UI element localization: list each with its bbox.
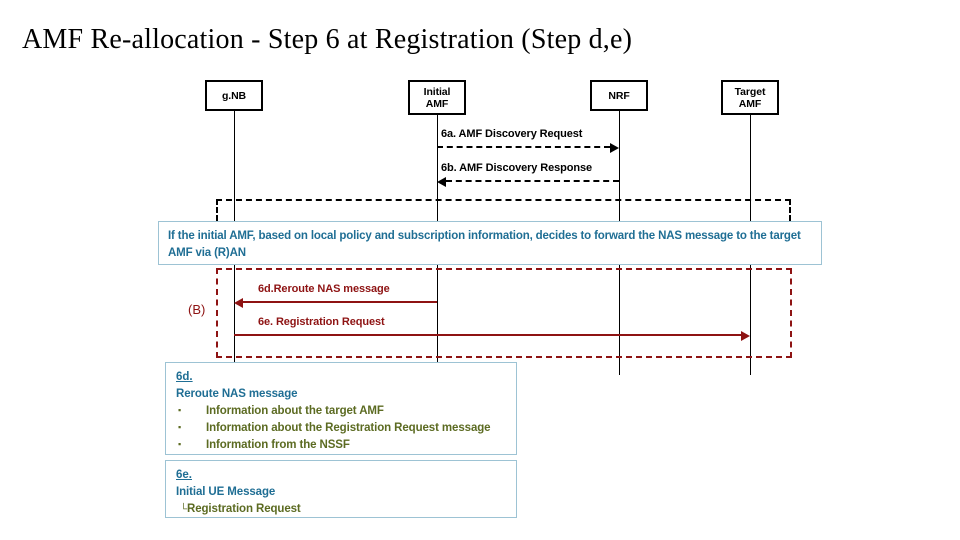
- condition-note: If the initial AMF, based on local polic…: [158, 221, 822, 265]
- arrowhead-right-icon: [741, 331, 750, 342]
- arrowhead-left-icon: [234, 298, 243, 309]
- legend-6d-bullets: Information about the target AMF Informa…: [176, 402, 508, 454]
- arrowhead-right-icon: [610, 143, 619, 154]
- message-label-6b: 6b. AMF Discovery Response: [441, 162, 593, 174]
- node-nrf-label: NRF: [608, 89, 630, 102]
- elbow-icon: └: [180, 504, 187, 515]
- message-arrow-6b: [437, 177, 619, 188]
- legend-6d-bullet-1: Information about the target AMF: [176, 402, 508, 420]
- node-initial-amf[interactable]: Initial AMF: [408, 80, 466, 115]
- group-box-upper: [216, 199, 791, 221]
- legend-6d-ref: 6d.: [176, 371, 193, 383]
- node-nrf[interactable]: NRF: [590, 80, 648, 111]
- node-gnb-label: g.NB: [221, 89, 247, 102]
- group-box-lower: [216, 268, 792, 358]
- legend-6e-ref: 6e.: [176, 469, 192, 481]
- legend-6d-bullet-2: Information about the Registration Reque…: [176, 419, 508, 437]
- marker-b-label: (B): [188, 302, 206, 317]
- message-arrow-6e: [234, 331, 750, 342]
- legend-6d-bullet-3: Information from the NSSF: [176, 436, 508, 454]
- page-title: AMF Re-allocation - Step 6 at Registrati…: [22, 24, 633, 55]
- legend-box-6d: 6d. Reroute NAS message Information abou…: [165, 362, 517, 455]
- node-target-amf-label-line2: AMF: [738, 97, 762, 110]
- legend-6e-title: Initial UE Message: [176, 486, 276, 498]
- legend-6d-title: Reroute NAS message: [176, 388, 298, 400]
- arrowhead-left-icon: [437, 177, 446, 188]
- node-gnb[interactable]: g.NB: [205, 80, 263, 111]
- message-label-6a: 6a. AMF Discovery Request: [441, 128, 583, 140]
- message-arrow-6a: [437, 143, 619, 154]
- legend-6e-sub: └Registration Request: [176, 501, 508, 518]
- message-label-6d: 6d.Reroute NAS message: [258, 283, 390, 295]
- node-target-amf[interactable]: Target AMF: [721, 80, 779, 115]
- node-initial-amf-label-line1: Initial: [423, 85, 451, 98]
- legend-box-6e: 6e. Initial UE Message └Registration Req…: [165, 460, 517, 518]
- node-target-amf-label-line1: Target: [734, 85, 766, 98]
- node-initial-amf-label-line2: AMF: [425, 97, 449, 110]
- legend-6e-sub-text: Registration Request: [187, 503, 301, 515]
- message-arrow-6d: [234, 298, 437, 309]
- message-label-6e: 6e. Registration Request: [258, 316, 385, 328]
